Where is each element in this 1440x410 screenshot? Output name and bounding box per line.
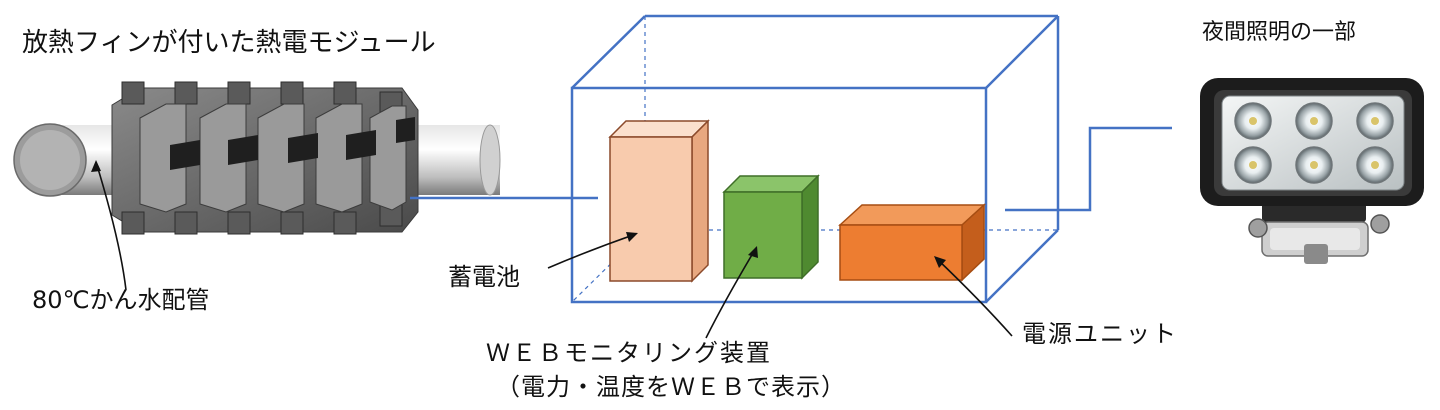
thermoelectric-module-image: [13, 81, 501, 235]
enclosure-box: [570, 14, 1060, 304]
led-work-light-image: [1200, 78, 1424, 264]
battery-pointer-line: [547, 233, 637, 269]
battery-label: 蓄電池: [448, 263, 520, 291]
monitor-pointer-line: [705, 247, 757, 339]
power-pointer-arrow: [934, 256, 946, 268]
web-monitor-label: ＷＥＢモニタリング装置: [486, 339, 772, 367]
power-unit-block: [838, 203, 986, 282]
pipe-pointer-line: [95, 161, 127, 291]
battery-pointer-arrow: [626, 232, 638, 242]
power-unit-label: 電源ユニット: [1022, 320, 1178, 348]
web-monitor-block: [722, 174, 820, 280]
pipe-label: 80℃かん水配管: [32, 286, 210, 314]
power-pointer-line: [935, 257, 1013, 337]
battery-block: [608, 119, 710, 283]
pipe-pointer-arrow: [91, 160, 101, 172]
light-title: 夜間照明の一部: [1202, 20, 1357, 45]
module-title: 放熱フィンが付いた熱電モジュール: [22, 28, 436, 58]
box-to-light-connector: [1005, 126, 1172, 212]
monitor-pointer-arrow: [748, 246, 758, 258]
web-monitor-note: （電力・温度をＷＥＢで表示）: [496, 373, 846, 401]
